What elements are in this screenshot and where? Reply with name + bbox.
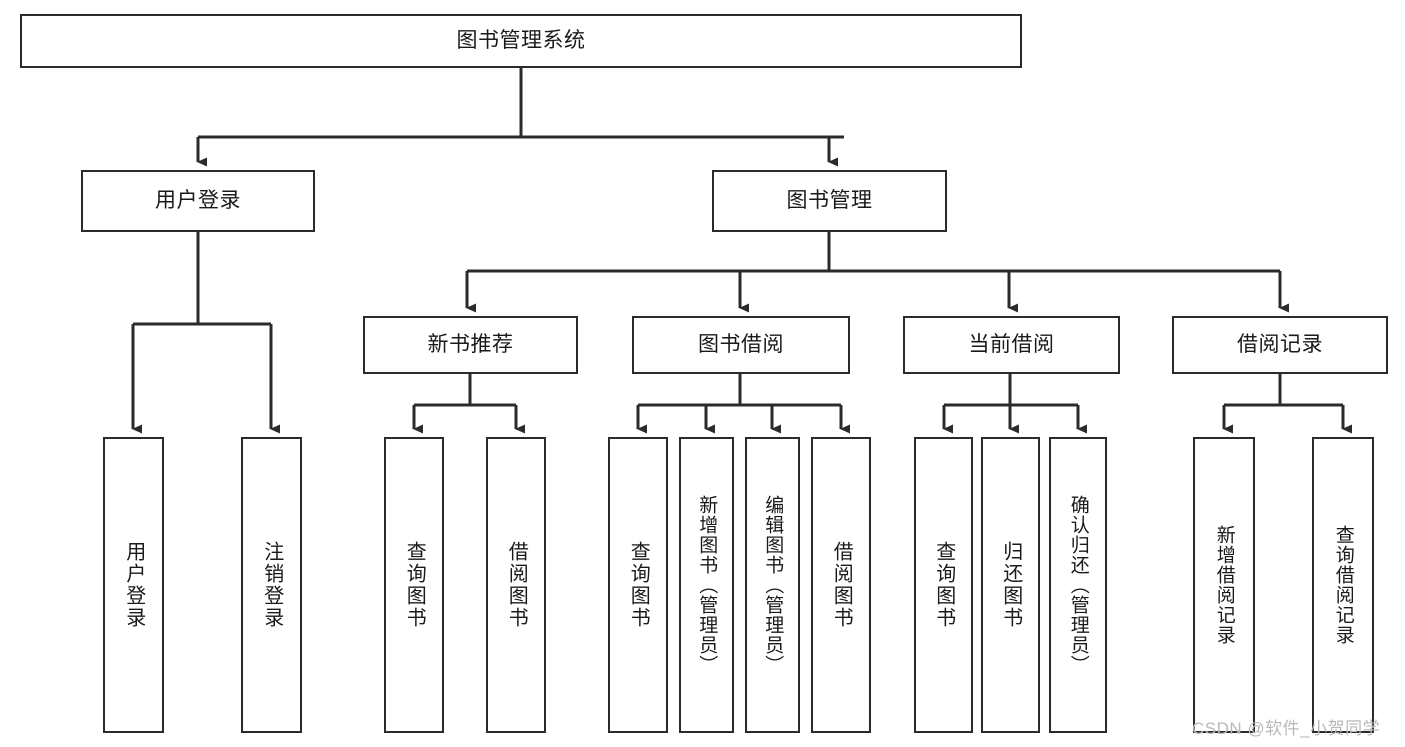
node-borrow-record[interactable]: 借阅记录 xyxy=(1172,316,1388,374)
node-book-manage[interactable]: 图书管理 xyxy=(712,170,947,232)
node-leaf-logout-login[interactable]: 注销登录 xyxy=(241,437,302,733)
node-user-login-label: 用户登录 xyxy=(155,188,241,212)
node-leaf-user-login-label: 用户登录 xyxy=(122,541,145,629)
csdn-watermark: CSDN @软件_小贺同学 xyxy=(1192,719,1381,738)
node-leaf-query-book-2[interactable]: 查询图书 xyxy=(608,437,668,733)
node-leaf-add-book[interactable]: 新增图书（管理员） xyxy=(679,437,734,733)
node-new-book-recommend[interactable]: 新书推荐 xyxy=(363,316,578,374)
node-leaf-borrow-book-2[interactable]: 借阅图书 xyxy=(811,437,871,733)
node-borrow-record-label: 借阅记录 xyxy=(1237,332,1323,356)
node-new-book-recommend-label: 新书推荐 xyxy=(427,332,514,356)
node-leaf-query-book-1-label: 查询图书 xyxy=(403,541,426,629)
node-leaf-borrow-book-1-label: 借阅图书 xyxy=(505,541,528,629)
node-current-borrow-label: 当前借阅 xyxy=(968,332,1055,356)
node-leaf-edit-book[interactable]: 编辑图书（管理员） xyxy=(745,437,800,733)
node-user-login[interactable]: 用户登录 xyxy=(81,170,315,232)
node-current-borrow[interactable]: 当前借阅 xyxy=(903,316,1120,374)
node-leaf-user-login[interactable]: 用户登录 xyxy=(103,437,164,733)
node-leaf-borrow-book-1[interactable]: 借阅图书 xyxy=(486,437,546,733)
node-leaf-query-book-2-label: 查询图书 xyxy=(627,541,650,629)
node-leaf-query-book-3-label: 查询图书 xyxy=(932,541,955,629)
node-leaf-return-book-label: 归还图书 xyxy=(999,541,1022,629)
node-root-label: 图书管理系统 xyxy=(456,28,586,52)
node-leaf-query-borrow-record[interactable]: 查询借阅记录 xyxy=(1312,437,1374,733)
node-leaf-edit-book-label: 编辑图书（管理员） xyxy=(762,495,784,675)
node-book-borrow[interactable]: 图书借阅 xyxy=(632,316,850,374)
node-leaf-add-borrow-record-label: 新增借阅记录 xyxy=(1213,525,1235,645)
node-root-book-management-system[interactable]: 图书管理系统 xyxy=(20,14,1022,68)
node-leaf-query-book-3[interactable]: 查询图书 xyxy=(914,437,973,733)
node-leaf-query-book-1[interactable]: 查询图书 xyxy=(384,437,444,733)
node-book-manage-label: 图书管理 xyxy=(786,188,873,212)
node-leaf-confirm-return[interactable]: 确认归还（管理员） xyxy=(1049,437,1107,733)
node-leaf-confirm-return-label: 确认归还（管理员） xyxy=(1067,495,1089,675)
node-book-borrow-label: 图书借阅 xyxy=(698,332,784,356)
node-leaf-add-borrow-record[interactable]: 新增借阅记录 xyxy=(1193,437,1255,733)
node-leaf-logout-login-label: 注销登录 xyxy=(260,541,283,629)
node-leaf-add-book-label: 新增图书（管理员） xyxy=(696,495,718,675)
node-leaf-borrow-book-2-label: 借阅图书 xyxy=(830,541,853,629)
node-leaf-return-book[interactable]: 归还图书 xyxy=(981,437,1040,733)
node-leaf-query-borrow-record-label: 查询借阅记录 xyxy=(1332,525,1354,645)
